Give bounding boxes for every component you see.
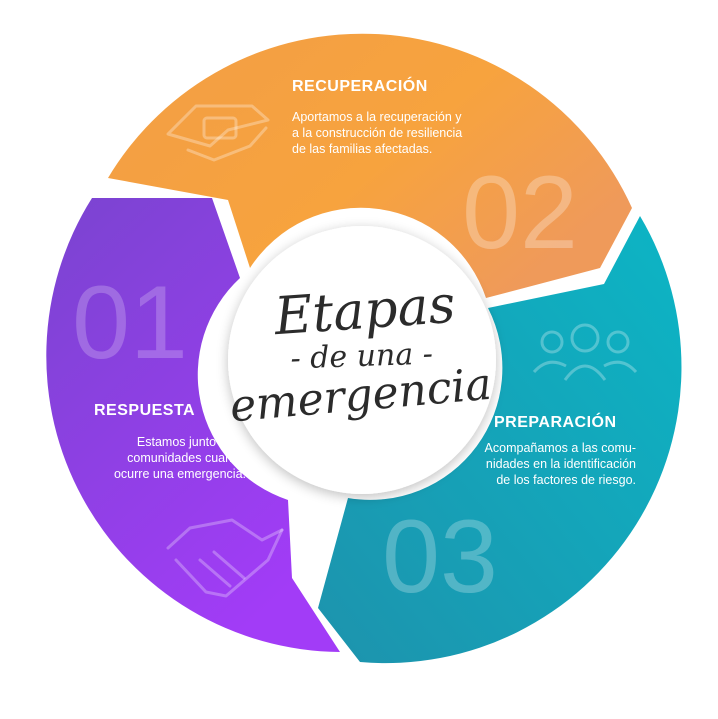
text-line: a la construcción de resiliencia: [292, 126, 462, 140]
segment-respuesta: [46, 198, 341, 652]
segment-recuperacion: [108, 33, 632, 298]
text-line: Aportamos a la recuperación y: [292, 110, 462, 124]
stage-title-respuesta: RESPUESTA: [94, 402, 195, 419]
stage-title-preparacion: PREPARACIÓN: [494, 412, 617, 431]
people-group-icon: [532, 323, 638, 381]
stage-text-recuperacion: Aportamos a la recuperación y a la const…: [292, 110, 462, 156]
text-line: Estamos junto a las: [137, 435, 246, 449]
stage-title-recuperacion: RECUPERACIÓN: [292, 76, 428, 95]
stage-number-01: 01: [72, 265, 188, 381]
text-line: de los factores de riesgo.: [496, 473, 636, 487]
center-line-1: Etapas: [272, 275, 458, 348]
stage-number-03: 03: [382, 499, 498, 615]
text-line: de las familias afectadas.: [292, 142, 432, 156]
stage-text-preparacion: Acompañamos a las comu- nidades en la id…: [485, 441, 636, 487]
helping-hand-icon: [166, 104, 270, 162]
text-line: ocurre una emergencia.: [114, 467, 246, 481]
text-line: Acompañamos a las comu-: [485, 441, 636, 455]
stage-text-respuesta: Estamos junto a las comunidades cuando o…: [114, 435, 246, 481]
text-line: comunidades cuando: [127, 451, 246, 465]
center-circle: [228, 226, 496, 494]
handshake-icon: [166, 518, 284, 598]
stage-number-02: 02: [462, 155, 578, 271]
segment-preparacion: [318, 216, 682, 664]
text-line: nidades en la identificación: [486, 457, 636, 471]
center-line-2: - de una -: [290, 337, 434, 377]
